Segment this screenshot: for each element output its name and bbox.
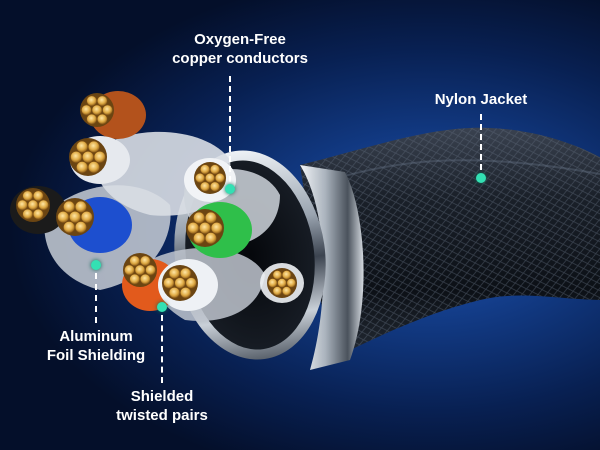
- copper-label-line2: copper conductors: [172, 50, 308, 67]
- shielded-pairs-label: Shielded twisted pairs: [112, 387, 212, 425]
- nylon-jacket-label: Nylon Jacket: [426, 90, 536, 109]
- jacket-leader-dot-icon: [476, 173, 486, 183]
- copper-conductors-label: Oxygen-Free copper conductors: [170, 30, 310, 68]
- pairs-leader-line: [161, 315, 163, 383]
- copper-strand-bundle: [123, 253, 157, 287]
- copper-strand-bundle: [69, 138, 107, 176]
- copper-strand-bundle: [194, 162, 226, 194]
- aluminum-foil-label: Aluminum Foil Shielding: [40, 327, 152, 365]
- foil-leader-dot-icon: [91, 260, 101, 270]
- pairs-label-line2: twisted pairs: [116, 407, 208, 424]
- pairs-label-line1: Shielded: [130, 388, 194, 405]
- copper-strand-bundle: [80, 93, 114, 127]
- copper-leader-line: [229, 76, 231, 182]
- pairs-leader-dot-icon: [157, 302, 167, 312]
- foil-leader-line: [95, 273, 97, 323]
- jacket-leader-line: [480, 114, 482, 170]
- copper-strand-bundle: [56, 198, 94, 236]
- foil-label-line1: Aluminum: [59, 328, 133, 345]
- foil-label-line2: Foil Shielding: [46, 347, 146, 364]
- copper-strand-bundle: [267, 268, 297, 298]
- copper-strand-bundle: [162, 265, 198, 301]
- copper-label-line1: Oxygen-Free: [194, 31, 286, 48]
- nylon-jacket: [300, 127, 600, 360]
- jacket-label-line1: Nylon Jacket: [434, 91, 528, 108]
- copper-strand-bundle: [186, 209, 224, 247]
- copper-leader-dot-icon: [225, 184, 235, 194]
- copper-strand-bundle: [16, 188, 50, 222]
- copper-conductor-ends: [16, 93, 297, 301]
